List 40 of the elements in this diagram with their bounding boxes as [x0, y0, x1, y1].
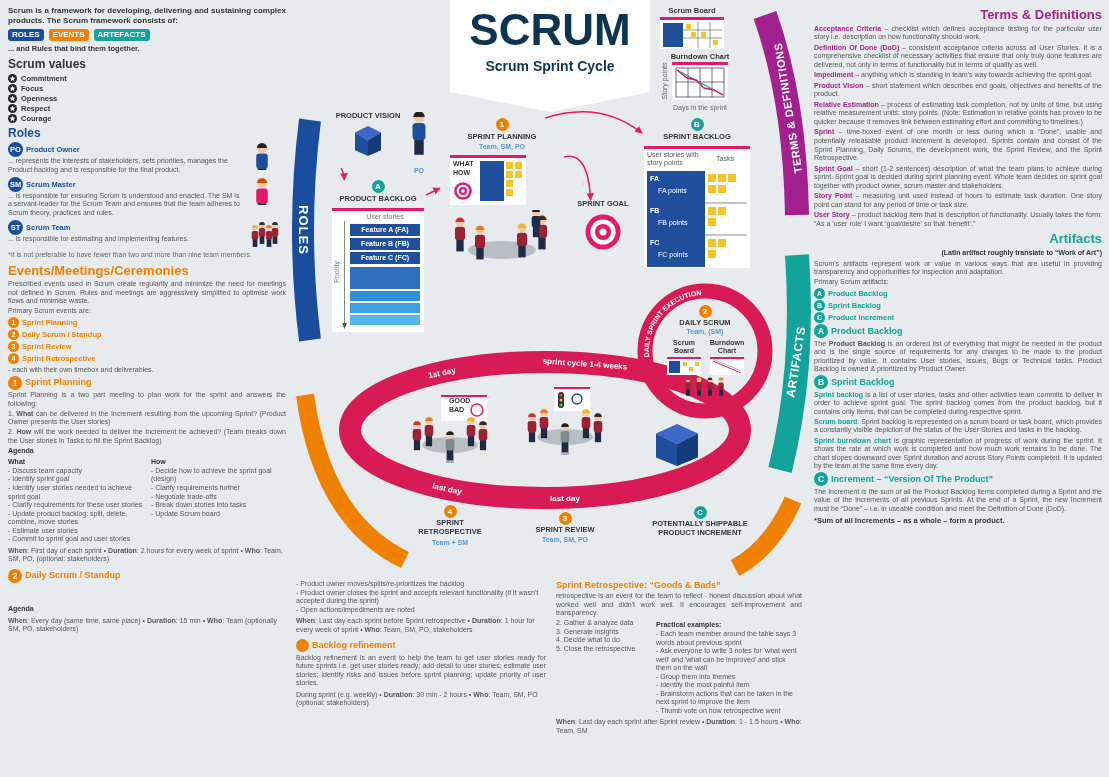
- title: SCRUM: [468, 8, 632, 52]
- category-tag: ARTEFACTS: [93, 29, 150, 41]
- subsection-heading: Sprint Backlog: [831, 376, 895, 388]
- category-tag: ROLES: [8, 29, 44, 41]
- section-heading: Events/Meetings/Ceremonies: [8, 262, 190, 279]
- ring-label: 1st day: [427, 365, 457, 381]
- section-heading: Roles: [8, 125, 42, 141]
- artifact-letter: A: [814, 324, 828, 339]
- step-badge: C: [693, 506, 707, 519]
- section-heading: Artifacts: [1048, 231, 1102, 247]
- step-badge: 3: [558, 512, 572, 525]
- step-badge: 4: [443, 505, 457, 518]
- section-heading: Scrum values: [8, 57, 88, 72]
- arc-label: ROLES: [295, 205, 311, 255]
- ring-label: sprint cycle 1-4 weeks: [542, 356, 628, 372]
- section-heading: Terms & Definitions: [979, 7, 1102, 23]
- step-badge: 2: [698, 305, 712, 318]
- category-tag: EVENTS: [48, 29, 89, 41]
- arrow: [340, 167, 348, 181]
- arrow: [563, 155, 594, 201]
- step-number: 1: [8, 375, 22, 390]
- artifact-letter: C: [814, 472, 828, 487]
- intro-text: Scrum is a framework for developing, delivering and sustaining complex products. The Scrum framework consists of:: [8, 6, 286, 26]
- arrow: [544, 110, 643, 134]
- subsection-heading: Sprint Planning: [25, 377, 92, 389]
- subsection-heading: Daily Scrum / Standup: [25, 570, 121, 582]
- subtitle: Scrum Sprint Cycle: [484, 58, 616, 75]
- subsection-heading: Backlog refinement: [312, 640, 396, 652]
- ring-label: last day: [550, 493, 580, 503]
- step-badge: A: [371, 180, 385, 193]
- step-badge: 1: [495, 118, 509, 131]
- arc-label: ARTIFACTS: [783, 325, 809, 399]
- step-badge: B: [690, 118, 704, 131]
- subsection-heading: Product Backlog: [831, 325, 903, 337]
- subsection-heading: Sprint Retrospective: “Goods & Bads”: [556, 580, 722, 591]
- artifact-letter: B: [814, 375, 828, 390]
- subsection-heading: Increment – “Version Of The Product”: [831, 473, 994, 485]
- step-number: 2: [8, 568, 22, 583]
- ring-label: last day: [431, 481, 463, 497]
- arrow: [425, 187, 441, 196]
